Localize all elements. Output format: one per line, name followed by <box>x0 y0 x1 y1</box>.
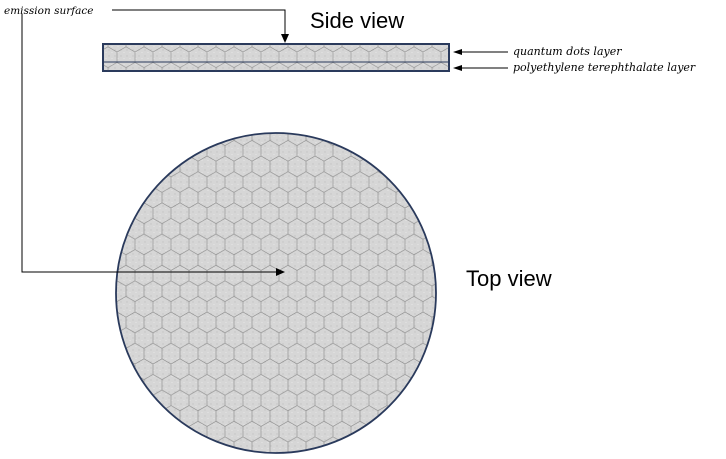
top-view-label: Top view <box>466 266 552 291</box>
emission-arrow-side <box>112 9 286 38</box>
arrowhead-icon <box>276 268 285 276</box>
arrowhead-icon <box>453 49 462 55</box>
side-view-layers <box>102 43 450 72</box>
pet-layer-label: polyethylene terephthalate layer <box>513 61 696 74</box>
arrowhead-icon <box>453 65 462 71</box>
callout-pet <box>453 65 508 71</box>
arrowhead-icon <box>281 34 289 43</box>
emission-surface-label: emission surface <box>4 5 94 17</box>
side-view-label: Side view <box>310 8 404 33</box>
callout-quantum-dots <box>453 49 508 55</box>
top-view-disc <box>115 132 437 454</box>
quantum-dots-label: quantum dots layer <box>513 45 622 58</box>
emission-arrow-top <box>21 14 280 273</box>
